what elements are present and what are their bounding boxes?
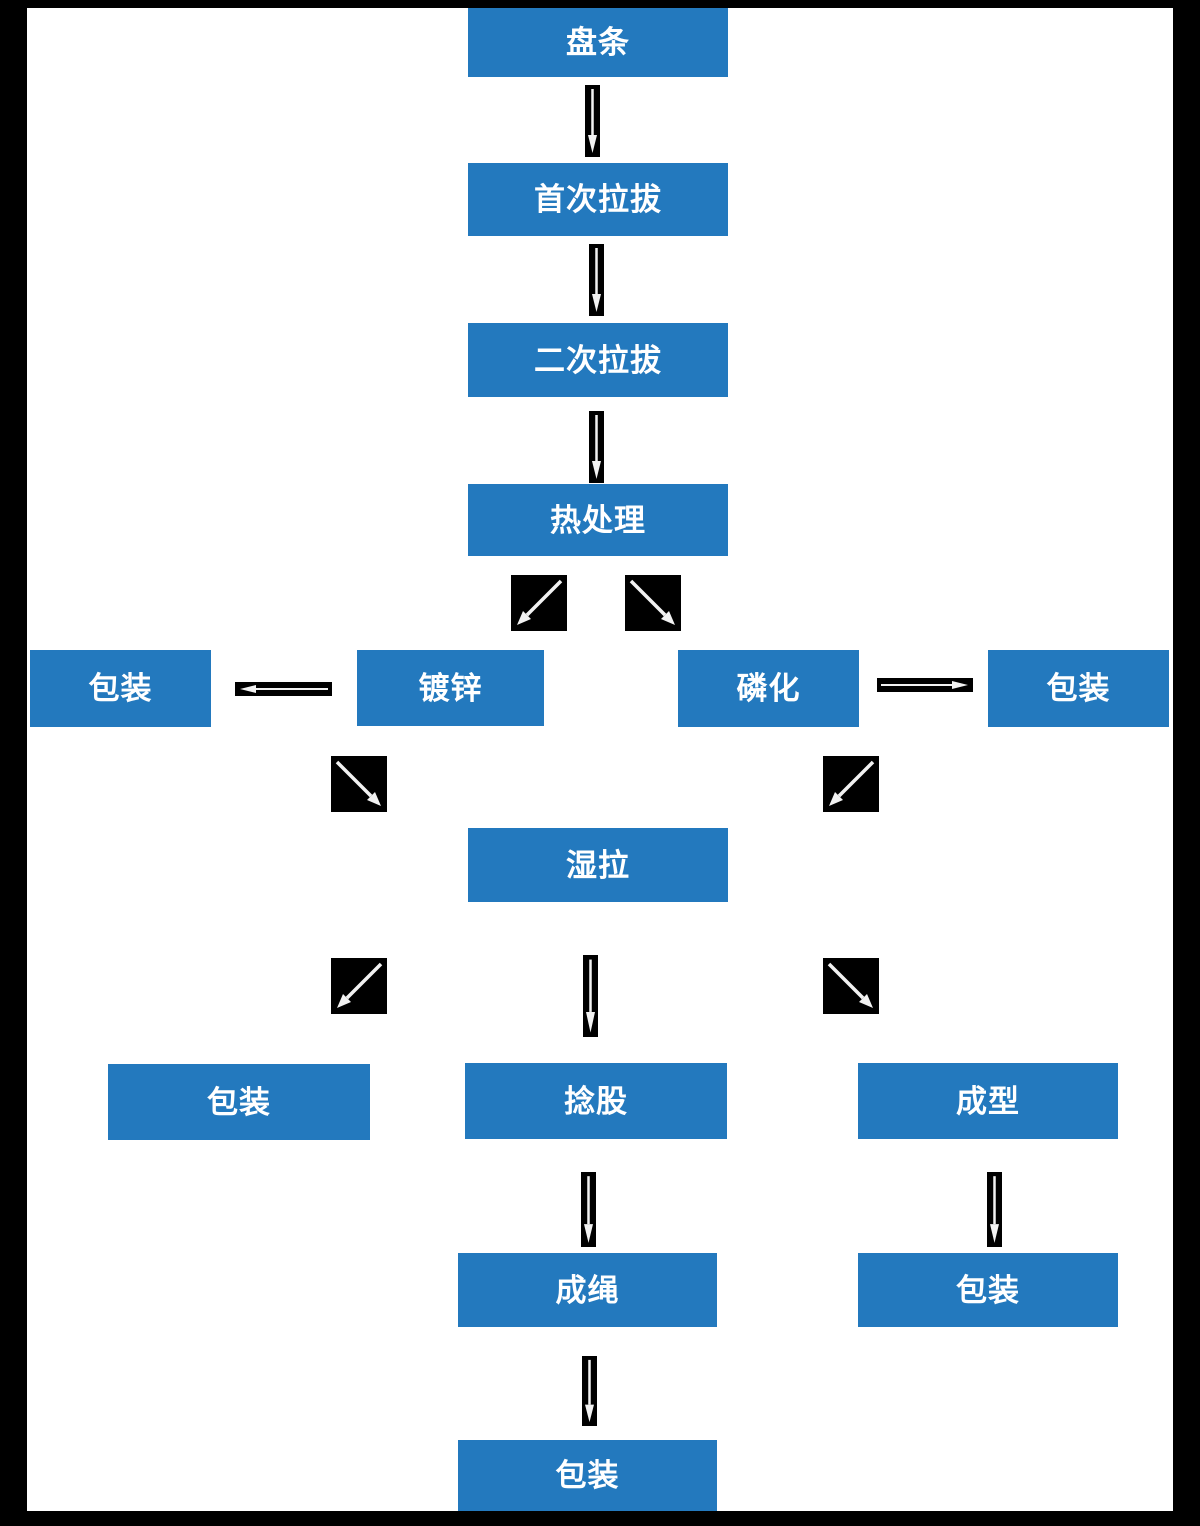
arrow-heat-treat-to-phosphate-icon xyxy=(625,575,681,631)
node-phosphate-label: 磷化 xyxy=(736,671,801,706)
arrow-galvanize-to-pack-galv-icon xyxy=(235,682,332,696)
node-form-label: 成型 xyxy=(956,1083,1020,1119)
arrow-galvanize-to-wet-draw-icon xyxy=(331,756,387,812)
node-galvanize: 镀锌 xyxy=(357,650,544,726)
node-wire-rod-label: 盘条 xyxy=(566,25,630,60)
node-pack-form: 包装 xyxy=(858,1253,1118,1327)
node-heat-treat: 热处理 xyxy=(468,484,728,556)
node-strand-label: 捻股 xyxy=(564,1083,628,1119)
arrow-wet-draw-to-form-icon xyxy=(823,958,879,1014)
arrow-wet-draw-to-pack-wet-icon xyxy=(331,958,387,1014)
node-second-draw-label: 二次拉拔 xyxy=(534,342,662,378)
arrow-rope-to-pack-final-icon xyxy=(582,1356,597,1426)
node-second-draw: 二次拉拔 xyxy=(468,323,728,397)
node-wet-draw-label: 湿拉 xyxy=(566,847,630,883)
node-pack-wet: 包装 xyxy=(108,1064,370,1140)
node-pack-wet-label: 包装 xyxy=(207,1084,271,1120)
node-heat-treat-label: 热处理 xyxy=(550,502,646,538)
node-first-draw: 首次拉拔 xyxy=(468,163,728,236)
arrow-heat-treat-to-galvanize-icon xyxy=(511,575,567,631)
node-rope-label: 成绳 xyxy=(555,1272,620,1308)
arrow-wet-draw-to-strand-icon xyxy=(583,955,598,1037)
node-wire-rod: 盘条 xyxy=(468,8,728,77)
node-pack-galv: 包装 xyxy=(30,650,211,727)
arrow-second-draw-to-heat-treat-icon xyxy=(589,411,604,483)
node-galvanize-label: 镀锌 xyxy=(418,670,483,706)
node-pack-phos: 包装 xyxy=(988,650,1169,727)
node-rope: 成绳 xyxy=(458,1253,717,1327)
node-strand: 捻股 xyxy=(465,1063,727,1139)
arrow-phosphate-to-pack-phos-icon xyxy=(877,678,973,692)
arrow-form-to-pack-form-icon xyxy=(987,1172,1002,1247)
node-first-draw-label: 首次拉拔 xyxy=(534,182,662,217)
arrow-strand-to-rope-icon xyxy=(581,1172,596,1247)
node-pack-galv-label: 包装 xyxy=(88,671,153,706)
node-phosphate: 磷化 xyxy=(678,650,859,727)
node-pack-phos-label: 包装 xyxy=(1046,671,1111,706)
arrow-first-draw-to-second-draw-icon xyxy=(589,244,604,316)
arrow-phosphate-to-wet-draw-icon xyxy=(823,756,879,812)
arrow-wire-rod-to-first-draw-icon xyxy=(585,85,600,157)
node-pack-final: 包装 xyxy=(458,1440,717,1511)
node-form: 成型 xyxy=(858,1063,1118,1139)
node-pack-final-label: 包装 xyxy=(555,1458,620,1493)
node-wet-draw: 湿拉 xyxy=(468,828,728,902)
node-pack-form-label: 包装 xyxy=(956,1272,1020,1308)
